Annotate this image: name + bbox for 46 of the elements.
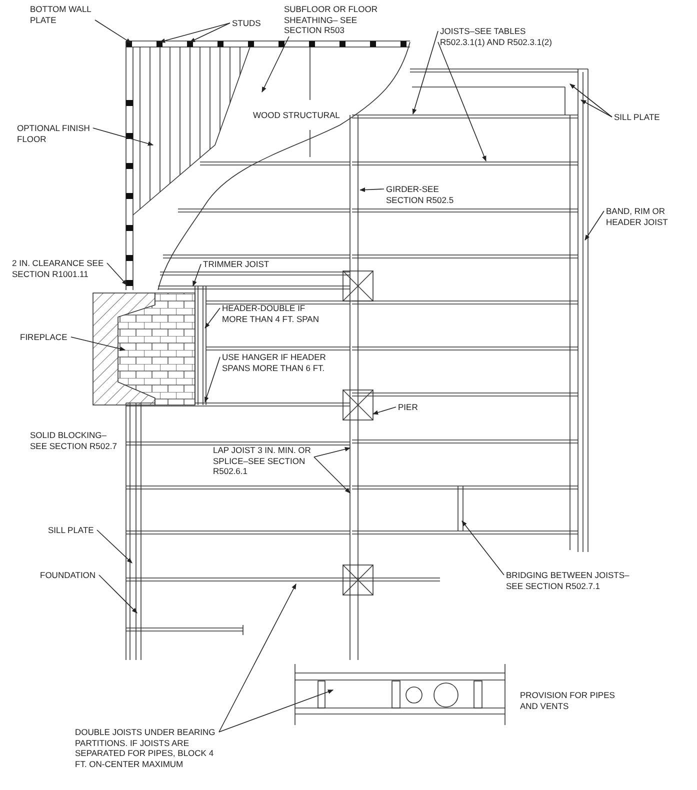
leader-line (462, 520, 504, 576)
leader-line (159, 22, 230, 43)
leader-line (192, 264, 202, 287)
callout-text: SILL PLATE (614, 112, 661, 122)
callout-text: STUDS (232, 18, 262, 28)
leader-line (98, 574, 138, 614)
leader-line (94, 20, 132, 44)
leader-line (204, 356, 220, 403)
callout-text: LAP JOIST 3 IN. MIN. OR SPLICE–SEE SECTION R502.6.1 (213, 445, 312, 476)
callout-text: DOUBLE JOISTS UNDER BEARING PARTITIONS. IF JOISTS ARE SEPARATED FOR PIPES, BLOCK 4 FT. ON-CENTER MAXIMUM (75, 727, 217, 769)
leader-line (106, 262, 128, 286)
leader-line (580, 100, 612, 118)
leader-line (92, 128, 154, 146)
callout-text: HEADER-DOUBLE IF MORE THAN 4 FT. SPAN (222, 303, 320, 324)
leader-line (218, 690, 334, 732)
leader-line (70, 336, 126, 351)
note-text: WOOD STRUCTURAL (253, 110, 341, 120)
callout-text: BRIDGING BETWEEN JOISTS–SEE SECTION R502.7.1 (506, 570, 631, 591)
callout-text: USE HANGER IF HEADER SPANS MORE THAN 6 FT. (222, 352, 327, 373)
leader-line (190, 22, 230, 42)
leader-line (359, 188, 384, 192)
callout-text: BAND, RIM OR HEADER JOIST (606, 206, 669, 227)
callout-text: 2 IN. CLEARANCE SEE SECTION R1001.11 (12, 258, 105, 279)
leader-line (372, 406, 396, 415)
callout-text: TRIMMER JOIST (203, 259, 271, 270)
callout-text: FOUNDATION (40, 570, 97, 580)
leader-line (262, 36, 290, 92)
callout-text: FIREPLACE (20, 332, 69, 342)
leader-line (438, 42, 486, 162)
callout-text: GIRDER-SEE SECTION R502.5 (386, 184, 455, 205)
leader-line (314, 456, 350, 494)
callout-text: SUBFLOOR OR FLOOR SHEATHING– SEE SECTION R503 (284, 4, 379, 36)
callout-text: PIER (398, 402, 419, 412)
leader-line (204, 308, 220, 328)
callout-text: JOISTS–SEE TABLES R502.3.1(1) AND R502.3.1(2) (440, 26, 553, 47)
leader-line (412, 30, 438, 115)
leader-line (96, 530, 132, 564)
callout-text: BOTTOM WALL PLATE (30, 4, 93, 25)
leader-line (218, 584, 296, 732)
callout-text: SILL PLATE (48, 525, 95, 536)
callout-text: OPTIONAL FINISH FLOOR (17, 123, 91, 144)
leader-line (584, 210, 604, 240)
leader-line (570, 84, 612, 118)
leader-line (314, 447, 351, 458)
note-text: PROVISION FOR PIPES AND VENTS (520, 690, 616, 711)
note-text: SOLID BLOCKING–SEE SECTION R502.7 (30, 430, 118, 451)
